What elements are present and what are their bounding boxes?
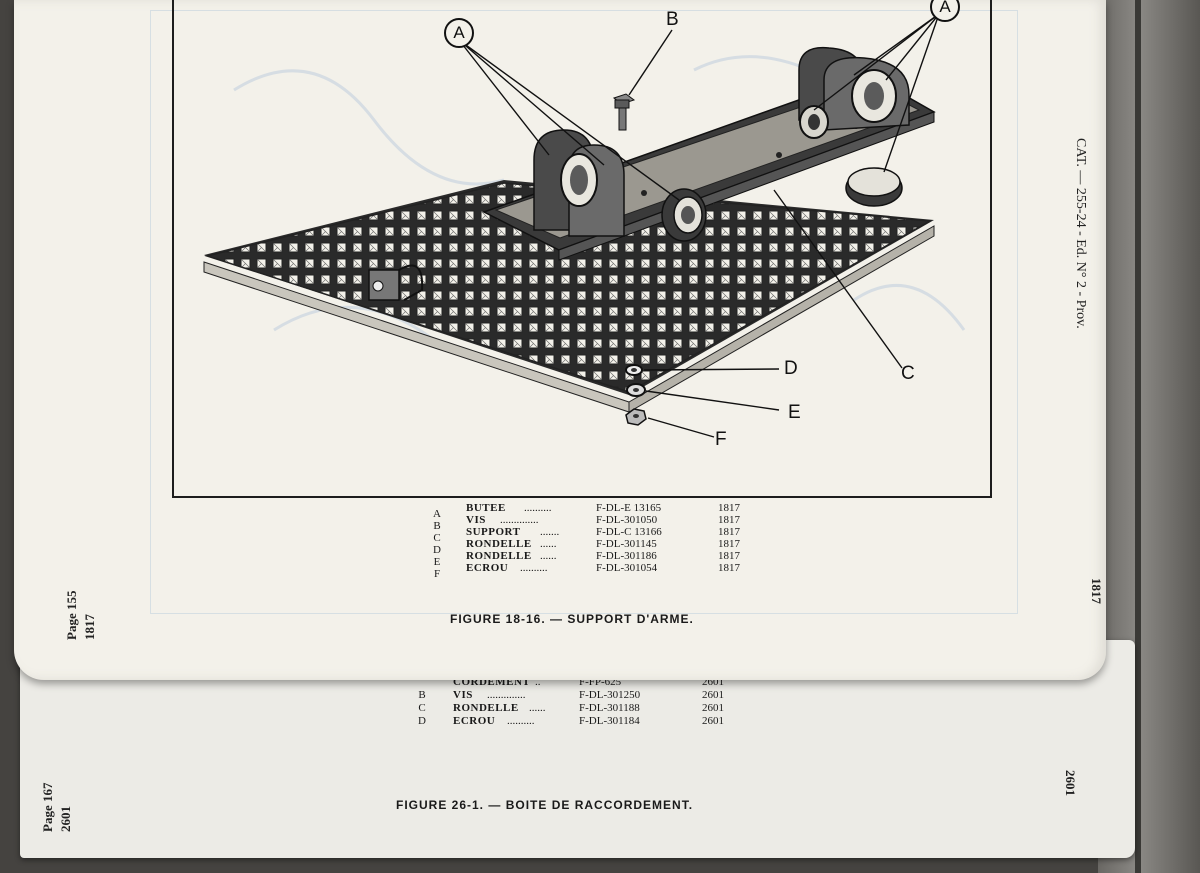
weapon-support-drawing: [203, 13, 966, 438]
upper-left-number: 1817: [82, 614, 97, 640]
part-reference: F-DL-301054: [596, 562, 658, 574]
part-name: RONDELLE: [453, 702, 519, 714]
lower-left-number: 2601: [58, 806, 73, 832]
part-dots: ..............: [487, 689, 526, 701]
part-reference: F-DL-301188: [579, 702, 640, 714]
part-page-number: 1817: [718, 550, 740, 562]
catalogue-reference: CAT. — 255-24 - Ed. N° 2 - Prov.: [1073, 138, 1088, 329]
part-page-number: 2601: [702, 689, 724, 701]
perforated-base-plate: [203, 180, 935, 413]
washer-d: [625, 364, 643, 376]
part-dots: ..............: [500, 514, 539, 526]
part-name: SUPPORT: [466, 526, 521, 538]
bolt: [612, 93, 636, 131]
figure-frame: A B A C D E F: [172, 0, 992, 498]
loose-bushing-front: [661, 188, 707, 242]
part-dots: .......: [540, 526, 560, 538]
upper-right-number: 1817: [1089, 578, 1104, 604]
part-dots: ..: [535, 676, 541, 688]
part-letter: D: [418, 715, 426, 727]
callout-f: F: [715, 429, 727, 450]
part-page-number: 1817: [718, 502, 740, 514]
lower-right-number: 2601: [1063, 770, 1078, 796]
upper-figure-caption: FIGURE 18-16. — SUPPORT D'ARME.: [450, 612, 694, 626]
callout-d: D: [784, 358, 798, 379]
part-reference: F-DL-301184: [579, 715, 640, 727]
part-letter: F: [433, 568, 441, 580]
part-letter: B: [433, 520, 441, 532]
part-dots: ......: [529, 702, 546, 714]
show-through-frame: [150, 10, 1018, 614]
callout-a-left: A: [444, 18, 474, 48]
nut-f: [625, 408, 647, 426]
right-stop-block: [798, 46, 910, 139]
part-reference: F-DL-301145: [596, 538, 657, 550]
part-page-number: 1817: [718, 562, 740, 574]
part-letter: B: [418, 689, 426, 701]
part-name: ECROU: [466, 562, 509, 574]
lower-parts-list: CORDEMENT .. F-FP-625 2601 B VIS .......…: [415, 676, 745, 740]
part-dots: ..........: [520, 562, 548, 574]
part-name: RONDELLE: [466, 538, 532, 550]
part-dots: ......: [540, 550, 557, 562]
part-reference: F-DL-C 13166: [596, 526, 662, 538]
binder-edge: [1135, 0, 1141, 873]
part-letter: C: [433, 532, 441, 544]
part-page-number: 1817: [718, 526, 740, 538]
part-reference: F-DL-E 13165: [596, 502, 662, 514]
part-page-number: 2601: [702, 715, 724, 727]
part-dots: ..........: [524, 502, 552, 514]
part-name: ECROU: [453, 715, 496, 727]
callout-c: C: [901, 363, 915, 384]
part-letter: A: [433, 508, 441, 520]
lower-left-page: Page 167: [40, 782, 55, 832]
part-name: BUTEE: [466, 502, 506, 514]
upper-left-page: Page 155: [64, 590, 79, 640]
part-page-number: 2601: [702, 702, 724, 714]
upper-page: A B A C D E F A BUTEE .......... F-DL-E …: [14, 0, 1106, 680]
upper-parts-list: A BUTEE .......... F-DL-E 13165 1817 B V…: [430, 498, 770, 580]
part-dots: ..........: [507, 715, 535, 727]
leader-lines: [458, 13, 940, 438]
part-reference: F-DL-301250: [579, 689, 641, 701]
washer-e: [626, 383, 646, 397]
part-name: RONDELLE: [466, 550, 532, 562]
left-stop-block: [533, 129, 625, 237]
part-name: VIS: [466, 514, 486, 526]
part-page-number: 1817: [718, 514, 740, 526]
part-name: VIS: [453, 689, 473, 701]
small-clamp: [368, 264, 424, 301]
callout-e: E: [788, 402, 801, 423]
callout-b: B: [666, 9, 679, 30]
loose-bushing-right: [845, 167, 903, 207]
part-reference: F-DL-301186: [596, 550, 657, 562]
part-reference: F-DL-301050: [596, 514, 658, 526]
part-page-number: 1817: [718, 538, 740, 550]
part-letter: E: [433, 556, 441, 568]
part-dots: ......: [540, 538, 557, 550]
lower-figure-caption: FIGURE 26-1. — BOITE DE RACCORDEMENT.: [396, 798, 694, 812]
callout-a-right: A: [930, 0, 960, 22]
part-letter: D: [433, 544, 441, 556]
part-letter: C: [418, 702, 426, 714]
